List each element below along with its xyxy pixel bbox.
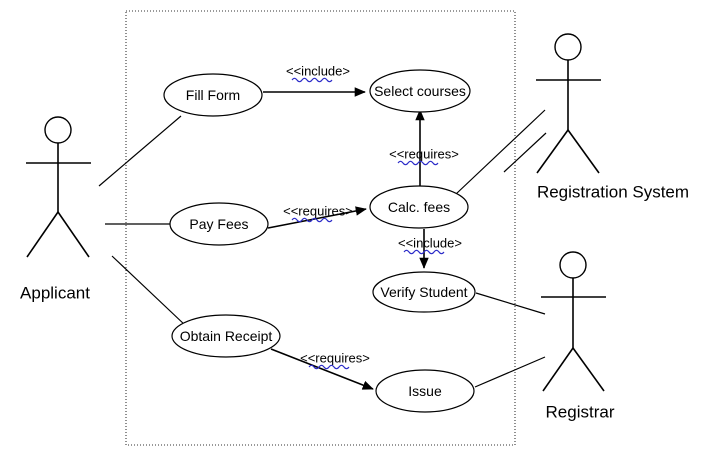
- actor-head-icon: [559, 251, 587, 279]
- association-applicant-fill-form: [98, 115, 182, 187]
- association-applicant-obtain-receipt: [111, 255, 187, 327]
- use-case-select-courses[interactable]: Select courses: [369, 69, 471, 113]
- actor-leg-right: [567, 129, 600, 174]
- actor-label: Registrar: [546, 403, 615, 422]
- use-case-label: Fill Form: [186, 87, 240, 103]
- use-case-verify-student[interactable]: Verify Student: [372, 271, 476, 313]
- stereotype-text: <<requires>: [389, 147, 459, 162]
- system-boundary: [125, 10, 516, 446]
- actor-registrar[interactable]: Registrar: [541, 251, 615, 422]
- association-registrar-verify-student: [475, 292, 546, 315]
- use-case-label: Select courses: [374, 83, 466, 99]
- use-case-label: Pay Fees: [189, 216, 248, 232]
- use-case-label: Issue: [408, 383, 442, 399]
- use-case-calc-fees[interactable]: Calc. fees: [369, 185, 469, 229]
- stereotype-text: <<include>: [398, 236, 462, 251]
- spellcheck-squiggle: [291, 217, 333, 223]
- use-case-ellipse: [171, 314, 281, 358]
- use-case-issue[interactable]: Issue: [375, 369, 475, 413]
- association-registration-system-calc-fees: [455, 109, 546, 195]
- use-case-ellipse: [163, 73, 263, 117]
- actor-leg-left: [536, 129, 569, 174]
- spellcheck-squiggle: [291, 77, 333, 83]
- actor-label: Applicant: [20, 284, 90, 303]
- use-case-obtain-receipt[interactable]: Obtain Receipt: [171, 314, 281, 358]
- spellcheck-squiggle: [397, 160, 439, 166]
- use-case-ellipse: [369, 185, 469, 229]
- actor-head-icon: [44, 116, 72, 144]
- actor-applicant[interactable]: Applicant: [20, 116, 91, 303]
- actor-head-icon: [554, 33, 582, 61]
- stereotype-requires-pay-fees-calc-fees: <<requires>: [283, 204, 353, 223]
- stereotype-text: <<requires>: [300, 351, 370, 366]
- stereotype-text: <<include>: [286, 64, 350, 79]
- use-case-label: Calc. fees: [388, 199, 450, 215]
- actor-leg-right: [57, 211, 90, 258]
- use-case-fill-form[interactable]: Fill Form: [163, 73, 263, 117]
- use-case-ellipse: [369, 69, 471, 113]
- use-case-label: Obtain Receipt: [180, 328, 273, 344]
- actor-registration-system[interactable]: Registration System: [536, 33, 689, 202]
- spellcheck-squiggle: [308, 364, 350, 370]
- spellcheck-squiggle: [403, 249, 445, 255]
- actor-label: Registration System: [537, 183, 689, 202]
- association-registrar-issue: [474, 356, 546, 388]
- stereotype-include-fill-form-select-courses: <<include>: [286, 64, 350, 83]
- stereotype-requires-obtain-receipt-issue: <<requires>: [300, 351, 370, 370]
- actor-leg-left: [542, 347, 574, 392]
- stereotype-requires-calc-fees-select-courses: <<requires>: [389, 147, 459, 166]
- arrow-obtain-receipt-to-issue: [270, 348, 374, 390]
- association-registration-system-select-courses: [503, 132, 547, 173]
- use-case-ellipse: [169, 202, 269, 246]
- actor-leg-left: [26, 211, 59, 258]
- use-case-ellipse: [372, 271, 476, 313]
- use-case-ellipse: [375, 369, 475, 413]
- use-case-pay-fees[interactable]: Pay Fees: [169, 202, 269, 246]
- stereotype-include-calc-fees-verify-student: <<include>: [398, 236, 462, 255]
- actor-leg-right: [572, 347, 605, 392]
- stereotype-text: <<requires>: [283, 204, 353, 219]
- arrow-pay-fees-to-calc-fees: [267, 206, 367, 229]
- use-case-label: Verify Student: [380, 284, 467, 300]
